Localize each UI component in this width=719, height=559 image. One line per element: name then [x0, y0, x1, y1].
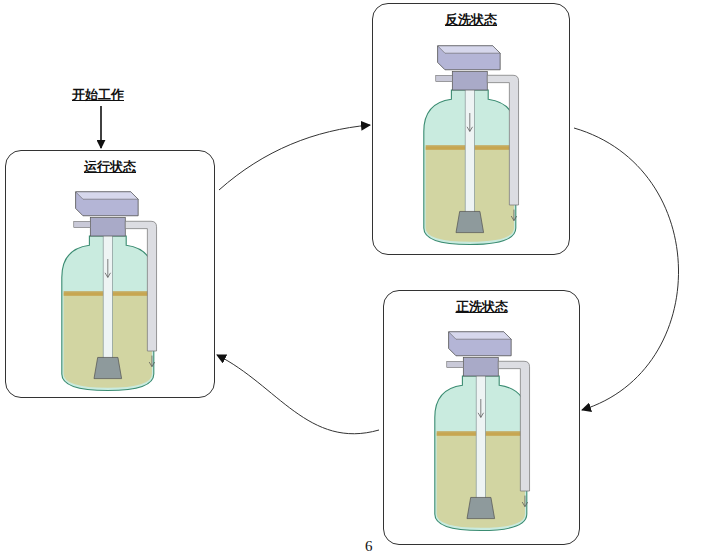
state-box: 反洗状态 [372, 3, 570, 255]
softener-backwash [424, 46, 519, 245]
softener-run [62, 192, 157, 391]
state-title: 反洗状态 [373, 11, 569, 29]
page-number: 6 [365, 538, 373, 555]
state-title: 运行状态 [6, 158, 214, 176]
start-label: 开始工作 [72, 86, 124, 104]
state-box: 运行状态 [5, 150, 215, 398]
start-arrow [100, 106, 102, 148]
state-box: 正洗状态 [383, 290, 580, 545]
state-title: 正洗状态 [384, 298, 579, 316]
softener-rinse [435, 332, 530, 531]
cycle-arrow [219, 125, 370, 190]
cycle-arrow [574, 128, 679, 410]
cycle-arrow [217, 355, 379, 434]
